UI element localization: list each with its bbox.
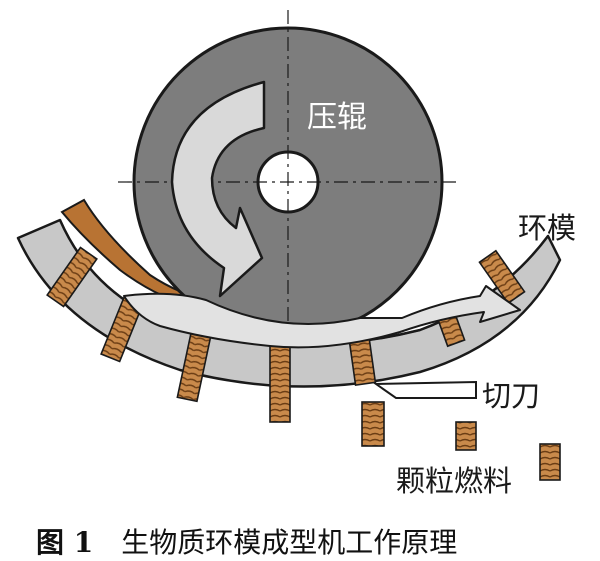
figure-number: 图 1 bbox=[36, 526, 94, 559]
cutter-label: 切刀 bbox=[482, 379, 541, 413]
ejected-pellets bbox=[361, 401, 561, 481]
ring-die-diagram bbox=[16, 10, 562, 481]
ring-die-label: 环模 bbox=[518, 211, 577, 245]
material-flow-arrow bbox=[123, 285, 521, 349]
rotation-arrow bbox=[170, 80, 266, 298]
cutter bbox=[372, 380, 477, 399]
pellet-fuel-label: 颗粒燃料 bbox=[396, 464, 513, 498]
figure-caption-text: 生物质环模成型机工作原理 bbox=[121, 526, 458, 559]
roller-label: 压辊 bbox=[307, 100, 367, 135]
figure-caption: 图 1 生物质环模成型机工作原理 bbox=[36, 521, 457, 561]
